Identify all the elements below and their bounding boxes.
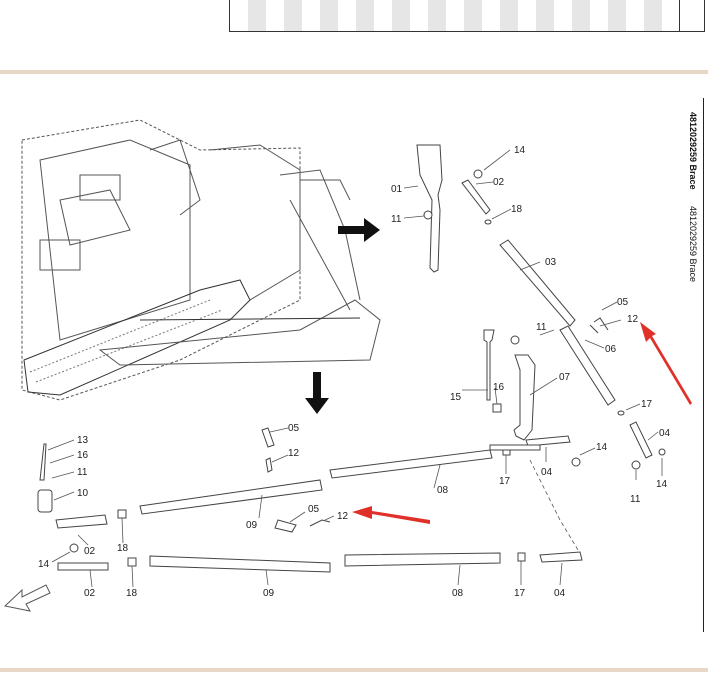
highlight-arrow-upper-icon <box>640 322 692 405</box>
callout-11: 11 <box>630 494 641 505</box>
callout-16: 16 <box>493 382 505 393</box>
upper-assembly <box>416 144 666 470</box>
callout-01: 01 <box>391 184 403 195</box>
right-border <box>703 98 704 632</box>
side-title: 4812029259 Brace 4812029259 Brace <box>688 112 702 412</box>
front-direction-arrow-icon <box>3 584 51 612</box>
part-subtitle: 4812029259 Brace <box>688 206 698 283</box>
callout-04: 04 <box>554 588 566 599</box>
callout-13: 13 <box>77 435 89 446</box>
header-table <box>229 0 705 32</box>
callout-04: 04 <box>541 467 553 478</box>
top-rule <box>0 70 708 74</box>
highlight-arrow-lower-icon <box>352 506 430 524</box>
bottom-rule <box>0 668 708 672</box>
callout-12: 12 <box>627 314 639 325</box>
callout-09: 09 <box>263 588 275 599</box>
callout-02: 02 <box>493 177 505 188</box>
callout-18: 18 <box>126 588 138 599</box>
part-title: 4812029259 Brace <box>688 112 698 190</box>
callout-15: 15 <box>450 392 462 403</box>
callout-18: 18 <box>117 543 129 554</box>
arrow-down-icon <box>305 372 329 414</box>
callout-05: 05 <box>308 504 320 515</box>
callout-08: 08 <box>437 485 449 496</box>
callout-11: 11 <box>391 214 402 225</box>
leader-lines <box>47 149 663 588</box>
callout-06: 06 <box>605 344 617 355</box>
callout-18: 18 <box>511 204 523 215</box>
callout-17: 17 <box>641 399 653 410</box>
callout-11: 11 <box>536 322 547 333</box>
callout-17: 17 <box>514 588 526 599</box>
lower-assembly <box>37 427 583 573</box>
callout-12: 12 <box>337 511 349 522</box>
callout-03: 03 <box>545 257 557 268</box>
callout-16: 16 <box>77 450 89 461</box>
callout-14: 14 <box>656 479 668 490</box>
callout-02: 02 <box>84 588 96 599</box>
arrow-right-icon <box>338 218 380 242</box>
callout-11: 11 <box>77 467 88 478</box>
callout-14: 14 <box>38 559 50 570</box>
callout-14: 14 <box>514 145 526 156</box>
callout-09: 09 <box>246 520 258 531</box>
callout-04: 04 <box>659 428 671 439</box>
callout-10: 10 <box>77 488 89 499</box>
callout-14: 14 <box>596 442 608 453</box>
highlight-arrows <box>352 322 692 524</box>
machine-overview <box>21 119 381 401</box>
callout-07: 07 <box>559 372 571 383</box>
callout-labels: 01 11 14 02 18 03 05 12 11 06 07 15 16 1… <box>38 145 671 599</box>
callout-05: 05 <box>617 297 629 308</box>
callout-05: 05 <box>288 423 300 434</box>
callout-12: 12 <box>288 448 300 459</box>
callout-17: 17 <box>499 476 511 487</box>
callout-02: 02 <box>84 546 96 557</box>
header-table-cap <box>679 0 704 31</box>
callout-08: 08 <box>452 588 464 599</box>
